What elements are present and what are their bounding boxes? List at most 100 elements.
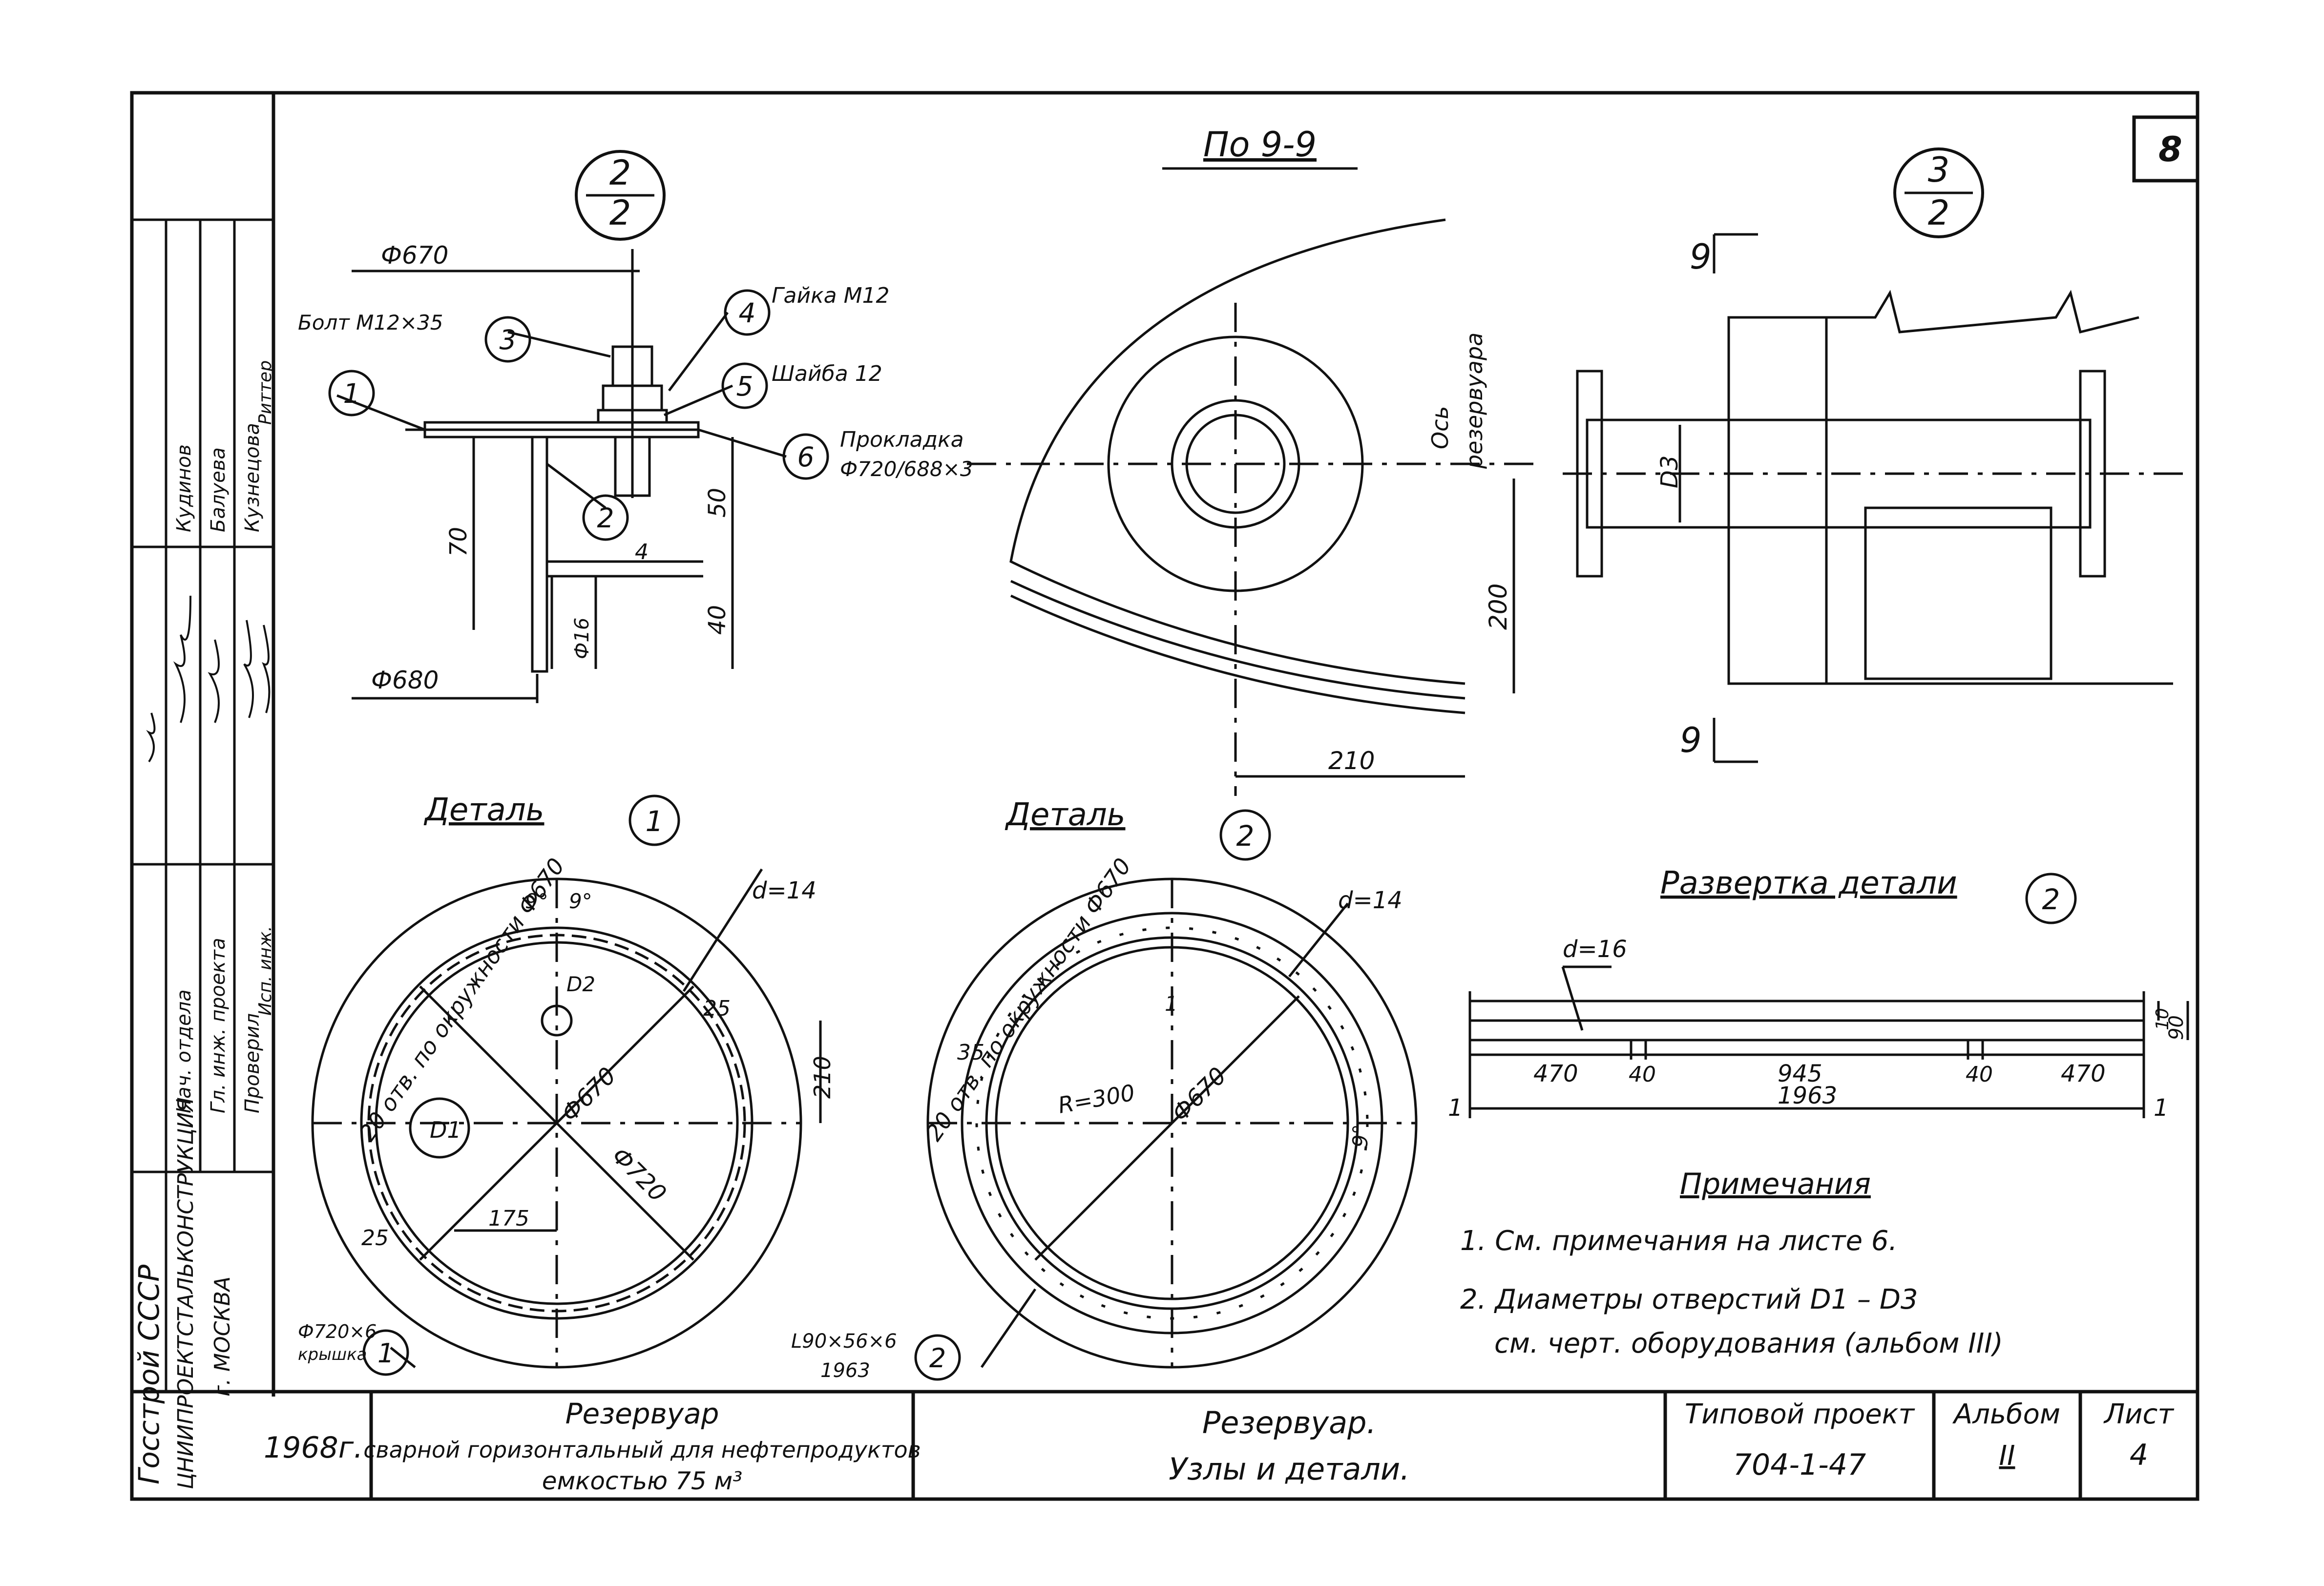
signatures [146, 595, 271, 763]
note-2: 2. Диаметры отверстий D1 – D3 [1460, 1284, 1918, 1315]
pos-2: 2 [597, 502, 614, 534]
dim-d670: Ф670 [381, 241, 448, 270]
callout-top: 2 [609, 153, 631, 193]
project-label: Типовой проект [1685, 1398, 1915, 1430]
title-year: 1968г. [264, 1431, 363, 1465]
dim-4: 4 [635, 540, 649, 564]
note-1: 1. См. примечания на листе 6. [1460, 1225, 1897, 1257]
stamp-name-2: Балуева [207, 447, 230, 532]
unfold-side-1a: 1 [1448, 1094, 1463, 1122]
washer-label: Шайба 12 [772, 361, 882, 386]
node-2-2: 2 2 [298, 150, 973, 703]
dim-210: 210 [1328, 747, 1375, 775]
stamp-role-3: Проверил [241, 1013, 264, 1113]
detail-1-d670: Ф670 [556, 1062, 622, 1127]
dim-25a: 25 [703, 996, 731, 1021]
album-label: Альбом [1952, 1398, 2060, 1430]
callout-bottom-3: 2 [1928, 193, 1950, 233]
dim-70: 70 [445, 527, 472, 557]
title-block: 1968г. Резервуар сварной горизонтальный … [264, 1397, 2174, 1495]
unfold-title: Развертка детали [1660, 865, 1957, 901]
sheet-title-2: Узлы и детали. [1169, 1451, 1410, 1487]
detail-1-d720: Ф720 [607, 1142, 672, 1208]
unfold-h10: 10 [2153, 1008, 2173, 1030]
angle-length: 1963 [820, 1359, 870, 1382]
axis-label-2: резервуара [1461, 333, 1487, 469]
detail-1-title: Деталь [423, 792, 544, 828]
detail-2-pos: 2 [929, 1343, 946, 1374]
dim-1: 1 [1165, 992, 1178, 1016]
section-9-9: По 9-9 Ось резервуара 200 210 [967, 125, 1533, 796]
pos-3: 3 [500, 324, 517, 355]
album-value: II [1999, 1440, 2015, 1472]
cut-mark-top: 9 [1690, 237, 1712, 277]
sheet-value: 4 [2130, 1438, 2148, 1472]
stamp-name-4: Риттер [255, 360, 275, 425]
node-3-2: 3 2 9 9 D3 [1563, 147, 2188, 763]
stamp-role-2: Гл. инж. проекта [207, 938, 230, 1114]
dim-9: 9° [1348, 1124, 1372, 1148]
dim-25b: 25 [361, 1226, 389, 1251]
stamp-role-1: Нач. отдела [173, 989, 195, 1113]
cut-mark-bottom: 9 [1680, 720, 1702, 760]
nut-label: Гайка М12 [772, 283, 890, 308]
unfold-h90: 90 [2165, 1015, 2188, 1040]
angle-a: 9° [525, 889, 548, 913]
project-number: 704-1-47 [1733, 1448, 1866, 1482]
dim-d3: D3 [1656, 456, 1683, 489]
detail-2-num: 2 [1236, 819, 1255, 853]
sheet-label: Лист [2103, 1398, 2174, 1430]
callout-circle [575, 150, 666, 241]
gasket-label-1: Прокладка [840, 427, 964, 452]
unfold-detail-2: Развертка детали 2 d=16 470 40 945 40 47… [1448, 865, 2189, 1122]
dim-210: 210 [809, 1056, 836, 1099]
pos-4: 4 [739, 297, 756, 329]
dim-175: 175 [488, 1206, 529, 1231]
axis-label-1: Ось [1427, 406, 1453, 449]
leader-1-line1: Ф720×6 [298, 1321, 377, 1342]
unfold-total: 1963 [1778, 1082, 1837, 1109]
detail-2: Деталь 2 20 отв. по окружности Ф670 d=14… [791, 797, 1418, 1382]
detail-2-title: Деталь [1005, 797, 1126, 833]
callout-top-3: 3 [1928, 150, 1950, 190]
stamp-org-line1: Госстрой СССР [132, 1265, 166, 1484]
stamp-org-line3: г. МОСКВА [210, 1276, 235, 1397]
dim-d680: Ф680 [371, 666, 439, 694]
pos-5: 5 [736, 371, 754, 402]
detail-1: Деталь 1 20 отв. по окружности Ф670 9° 9… [298, 792, 836, 1376]
unfold-dim-470b: 470 [2061, 1060, 2106, 1087]
sheet-title-1: Резервуар. [1202, 1405, 1376, 1440]
stamp-name-3: Кузнецова [241, 423, 264, 532]
dim-200: 200 [1484, 584, 1512, 630]
detail-1-num: 1 [646, 805, 664, 838]
note-3: см. черт. оборудования (альбом III) [1494, 1328, 2003, 1359]
detail-1-d2: D2 [566, 972, 595, 996]
detail-1-d14: d=14 [752, 877, 817, 904]
pos-6: 6 [797, 441, 815, 473]
page-number: 8 [2158, 129, 2182, 169]
unfold-dim-40b: 40 [1966, 1062, 1993, 1087]
unfold-dim-470a: 470 [1533, 1060, 1578, 1087]
callout-circle-3 [1893, 147, 1984, 238]
section-title: По 9-9 [1203, 125, 1317, 165]
leader-1-line2: крышка [298, 1345, 367, 1364]
angle-b: 9° [569, 889, 592, 913]
unfold-dim-945: 945 [1778, 1060, 1822, 1087]
bolt-label: Болт М12×35 [298, 311, 443, 334]
notes-title: Примечания [1680, 1167, 1871, 1201]
side-stamp: Госстрой СССР ЦНИИПРОЕКТСТАЛЬКОНСТРУКЦИЯ… [132, 218, 275, 1489]
stamp-name-1: Кудинов [173, 444, 195, 532]
unfold-dim-40a: 40 [1629, 1062, 1656, 1087]
sheet-frame [130, 91, 2199, 1501]
detail-2-d14: d=14 [1338, 887, 1403, 914]
angle-label: L90×56×6 [791, 1330, 897, 1353]
callout-bottom: 2 [609, 193, 631, 233]
detail-2-d670: Ф670 [1167, 1062, 1232, 1127]
dim-50: 50 [704, 488, 731, 518]
dim-40: 40 [704, 605, 731, 635]
stamp-org-line2: ЦНИИПРОЕКТСТАЛЬКОНСТРУКЦИЯ [173, 1097, 198, 1489]
detail-1-d1: D1 [430, 1117, 461, 1143]
notes: Примечания 1. См. примечания на листе 6.… [1460, 1167, 2003, 1359]
unfold-side-1b: 1 [2154, 1094, 2169, 1122]
detail-1-pos: 1 [377, 1338, 394, 1369]
